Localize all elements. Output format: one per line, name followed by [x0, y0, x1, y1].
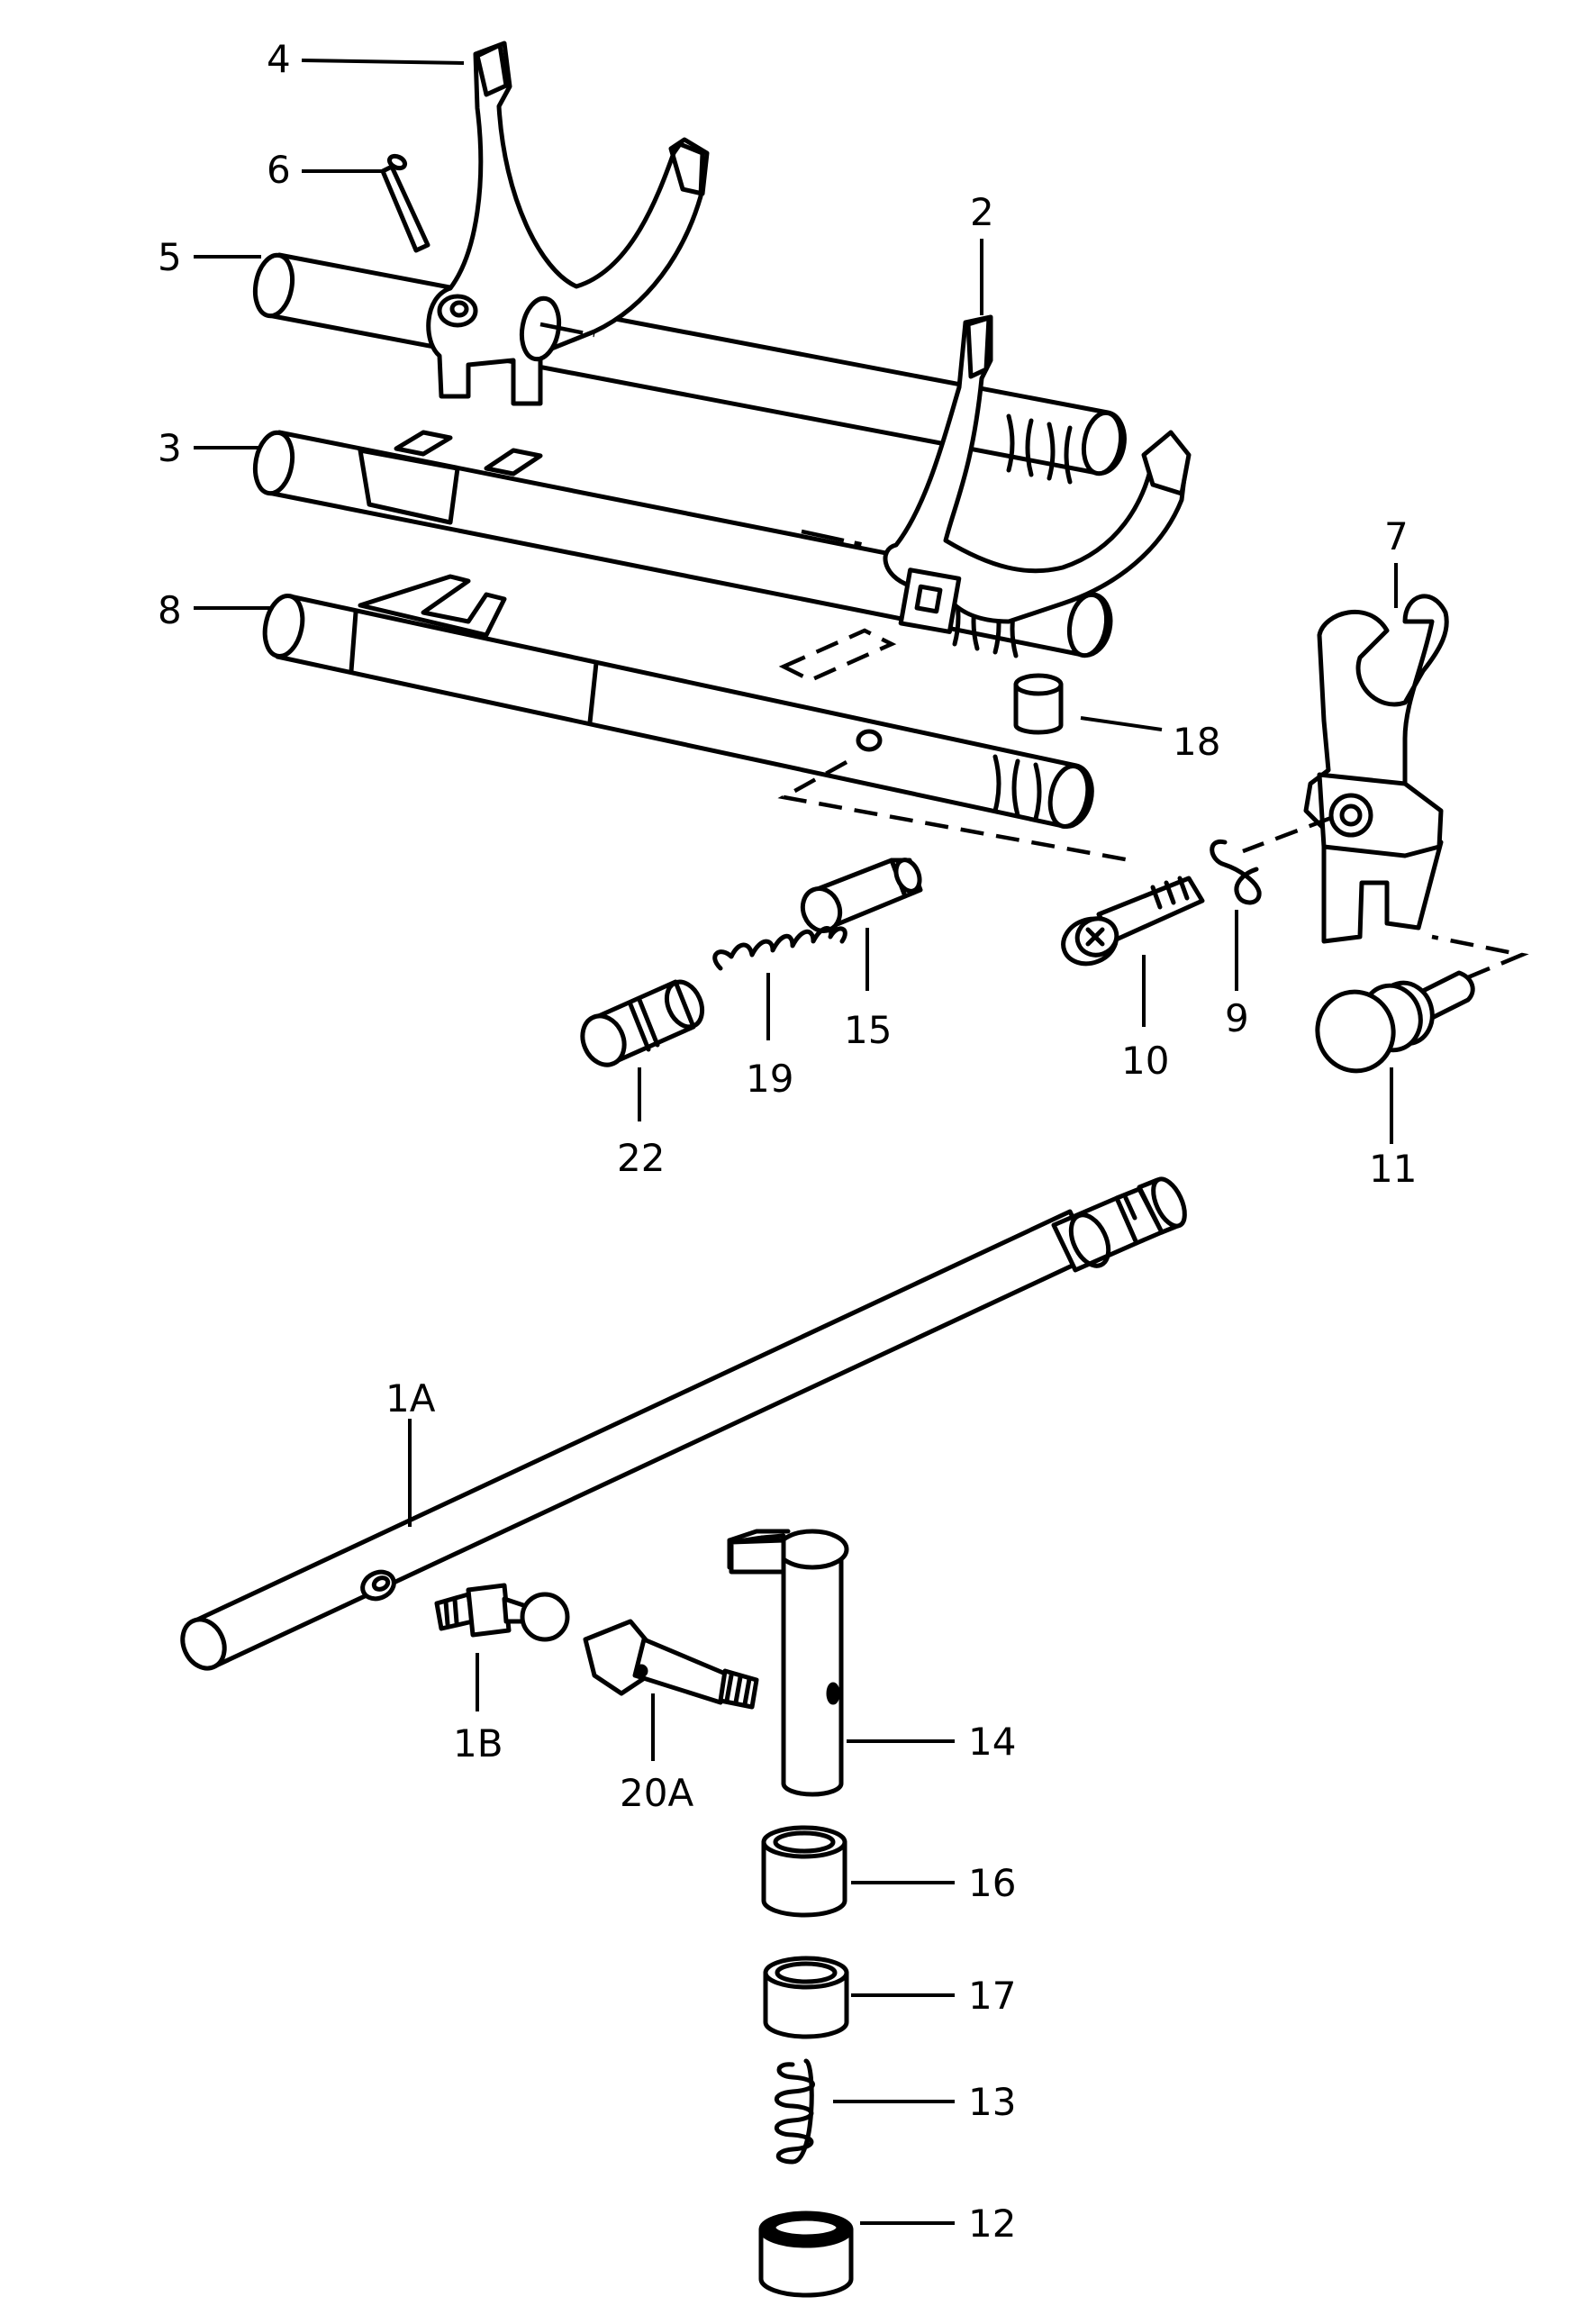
part-22-sleeve [580, 979, 705, 1067]
part-1B-ball-stud [434, 1583, 570, 1642]
part-6-roll-pin [380, 153, 430, 253]
part-14-selector-finger [727, 1529, 849, 1797]
assembly-line-8-to-10 [777, 760, 1131, 863]
part-15-plunger [800, 858, 923, 933]
callout-20A: 20A [620, 1771, 693, 1815]
callout-9: 9 [1225, 996, 1249, 1040]
callout-16: 16 [968, 1861, 1016, 1905]
part-5-shift-rod [252, 252, 1127, 485]
callout-8: 8 [158, 588, 182, 632]
part-2-shift-fork [883, 314, 1192, 634]
centerline-fork-2 [801, 529, 865, 548]
part-1A-selector-shaft [180, 1176, 1187, 1671]
callout-11: 11 [1369, 1147, 1417, 1191]
part-9-circlip [1210, 839, 1262, 905]
callout-14: 14 [968, 1720, 1016, 1764]
callout-17: 17 [968, 1974, 1016, 2018]
callout-labels: 4 6 5 2 3 8 7 18 15 19 22 10 9 11 1A 1B … [158, 37, 1417, 2246]
part-13-spring [774, 2058, 815, 2165]
callout-15: 15 [844, 1008, 892, 1052]
leader-18 [1080, 716, 1163, 731]
callout-10: 10 [1121, 1039, 1169, 1083]
part-18-pin [1013, 673, 1064, 735]
callout-6: 6 [267, 148, 291, 192]
part-19-spring [712, 926, 847, 971]
callout-12: 12 [968, 2201, 1016, 2246]
callout-19: 19 [746, 1057, 793, 1101]
callout-4: 4 [267, 37, 291, 81]
callout-3: 3 [158, 426, 182, 470]
part-4-shift-fork [426, 41, 710, 406]
assembly-line-7-to-11 [1431, 934, 1529, 980]
callout-1A: 1A [385, 1376, 436, 1421]
callout-22: 22 [617, 1136, 665, 1180]
part-12-cap [758, 2211, 854, 2298]
callout-1B: 1B [453, 1721, 503, 1766]
leader-lines [194, 59, 1398, 2225]
leader-4 [301, 59, 465, 65]
callout-13: 13 [968, 2080, 1016, 2124]
part-3-shift-rod [252, 430, 1113, 658]
centerline-fork-4 [539, 322, 595, 338]
part-11-pivot-pin [1315, 970, 1475, 1074]
assembly-line-7-to-9 [1242, 815, 1332, 854]
part-10-screw [1061, 876, 1205, 967]
part-7-selector-lever [1303, 594, 1449, 944]
callout-2: 2 [970, 190, 994, 234]
part-17-bushing [763, 1956, 849, 2039]
callout-7: 7 [1384, 514, 1409, 558]
part-8-shift-rod [262, 574, 1094, 830]
callout-5: 5 [158, 235, 182, 279]
part-20A-stud [583, 1619, 759, 1710]
callout-18: 18 [1173, 720, 1220, 764]
part-2-hidden-outline [778, 628, 897, 683]
part-16-bushing [761, 1825, 847, 1918]
